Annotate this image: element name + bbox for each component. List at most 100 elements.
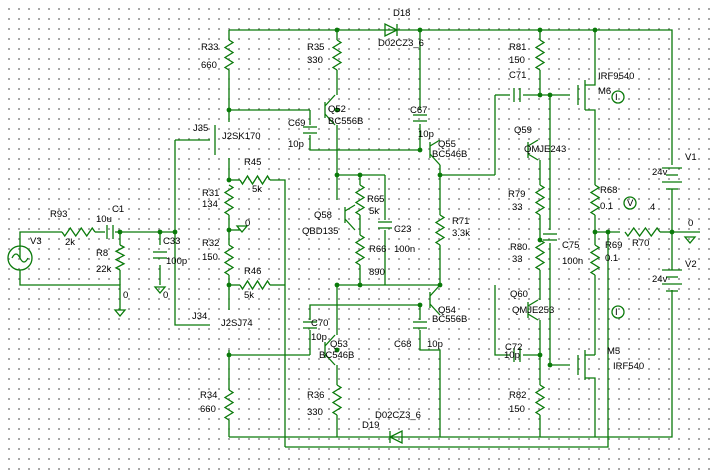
junction-dot (226, 177, 232, 183)
value-r81: 150 (509, 55, 525, 66)
junction-dot (437, 172, 443, 178)
junction-dot (334, 107, 340, 113)
transistor-Q53 (324, 334, 336, 366)
junction-dot (605, 229, 611, 235)
junction-dot (547, 362, 553, 368)
junction-dot (117, 229, 123, 235)
value-r46: 5k (244, 290, 254, 301)
junction-dot (417, 302, 423, 308)
value-c68: 10p (427, 339, 443, 350)
resistor-R66 (354, 234, 366, 266)
capacitor-C71 (513, 88, 521, 102)
diode-D19 (388, 429, 403, 445)
resistor-R80 (534, 239, 546, 271)
transistor-Q54 (429, 284, 441, 316)
capacitor-C23 (378, 221, 392, 229)
resistor-R81 (534, 39, 546, 71)
value-m5: IRF540 (613, 361, 644, 372)
junction-dot (357, 172, 363, 178)
capacitor-C1 (106, 225, 114, 239)
value-c1: 10u (96, 214, 112, 225)
value-r69: 0.1 (605, 253, 618, 264)
wire (229, 290, 673, 438)
value-r93: 2k (65, 237, 75, 248)
capacitor-C67 (413, 114, 427, 122)
wire (585, 109, 596, 185)
label-j34: J34 (192, 311, 207, 322)
junction-dot (537, 352, 543, 358)
value-r70: 4 (650, 202, 655, 213)
value-r34: 660 (200, 404, 216, 415)
value-j34: J2SJ74 (221, 318, 253, 329)
wire (585, 30, 596, 86)
label-r33: R33 (201, 42, 218, 53)
value-v2: 24v (652, 274, 668, 285)
value-r45: 5k (252, 184, 262, 195)
label-r66: R66 (369, 244, 386, 255)
capacitor-C68 (413, 321, 427, 329)
junction-dot (334, 347, 340, 353)
resistor-R79 (534, 184, 546, 216)
resistor-R82 (534, 384, 546, 416)
resistor-R34 (223, 389, 235, 421)
capacitor-C33 (153, 251, 167, 259)
value-q58: QBD135 (302, 226, 338, 237)
junction-dot (334, 172, 340, 178)
value-c69: 10p (288, 139, 304, 150)
transistor-Q55 (429, 139, 441, 166)
resistor-R35 (331, 39, 343, 71)
label-r46: R46 (244, 266, 261, 277)
label-c23: C23 (394, 224, 411, 235)
label-c75: C75 (562, 240, 579, 251)
resistor-R32 (223, 244, 235, 276)
label-q54: Q54 (438, 305, 456, 316)
ground-symbol (235, 225, 249, 234)
junction-dot (226, 352, 232, 358)
value-r68: 0.1 (600, 201, 613, 212)
value-c75: 100n (562, 256, 583, 267)
label-r71: R71 (452, 216, 469, 227)
label-m6: M6 (598, 86, 611, 97)
resistor-R71 (434, 214, 446, 246)
label-q53: Q53 (330, 339, 348, 350)
voltage-probe (623, 196, 637, 210)
resistor-R33 (223, 39, 235, 71)
value-q54: BC556B (432, 314, 467, 325)
label-r31: R31 (202, 188, 219, 199)
junction-dot (537, 27, 543, 33)
transistor-Q59 (527, 139, 539, 161)
label-v3: V3 (30, 236, 42, 247)
label-r8: R8 (96, 248, 108, 259)
label-c67: C67 (410, 105, 427, 116)
junction-dot (417, 27, 423, 33)
capacitor-C72 (513, 348, 521, 362)
junction-dot (157, 229, 163, 235)
label-c72: C72 (505, 342, 522, 353)
resistor-R68 (589, 184, 601, 216)
sine-icon (11, 253, 29, 263)
value-r82: 150 (509, 404, 525, 415)
value-r35: 330 (307, 55, 323, 66)
ground-symbol (683, 236, 697, 245)
value-q60: QMJE253 (512, 305, 554, 316)
label-c68: C68 (394, 339, 411, 350)
label-r79: R79 (508, 189, 525, 200)
probe-label: I (615, 307, 618, 318)
value-d18: D02CZ3_6 (378, 38, 424, 49)
value-c33: 100p (166, 256, 187, 267)
wire (19, 231, 62, 258)
resistor-R8 (114, 244, 126, 271)
junction-dot (357, 282, 363, 288)
value-q55: BC546B (432, 149, 467, 160)
label-r36: R36 (307, 390, 324, 401)
label-r68: R68 (600, 185, 617, 196)
junction-dot (334, 282, 340, 288)
probe-label: V (627, 198, 634, 209)
resistor-R31 (223, 184, 235, 216)
capacitor-C70 (303, 321, 317, 329)
value-r65: 5k (369, 206, 379, 217)
label-m5: M5 (607, 346, 620, 357)
label-c69: C69 (288, 118, 305, 129)
value-c72: 10p (504, 350, 520, 361)
